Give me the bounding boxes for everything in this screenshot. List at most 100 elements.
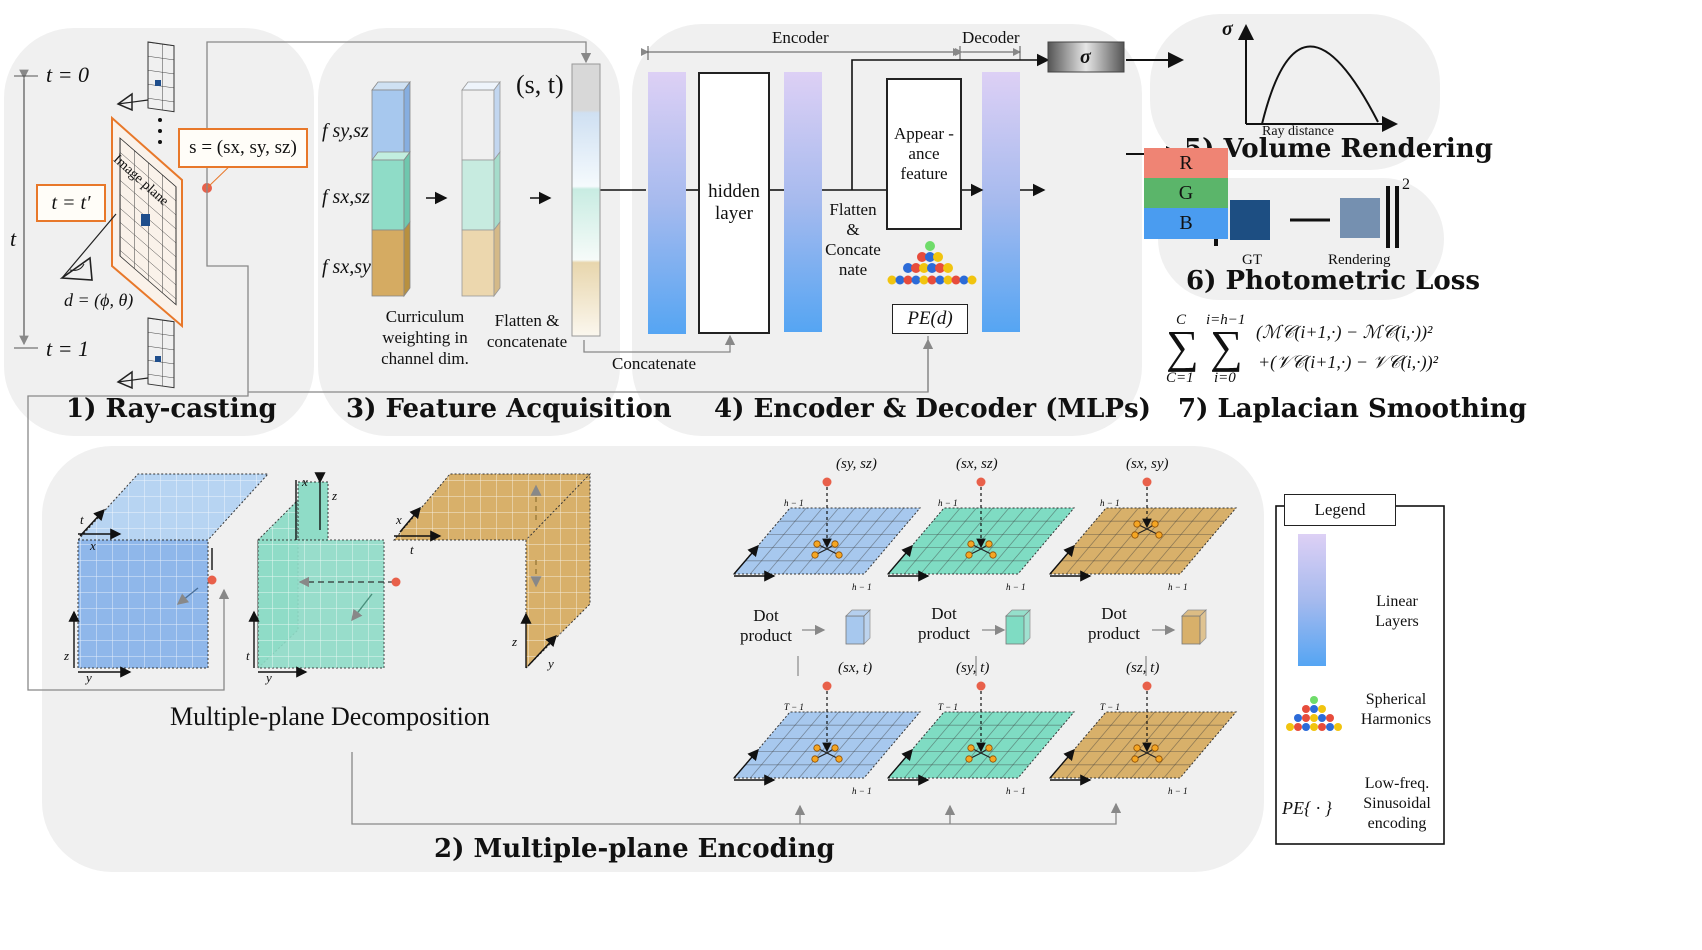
sum-i-top: i=h−1 xyxy=(1206,312,1246,328)
g-box: G xyxy=(1144,178,1228,209)
plane-gridline xyxy=(1001,507,1059,575)
plane-gridline xyxy=(847,507,905,575)
gt-label: GT xyxy=(1242,252,1262,268)
interp-corner xyxy=(811,755,819,763)
plane-gridline xyxy=(782,711,840,779)
plane-gridline xyxy=(903,711,961,779)
plane-gridline xyxy=(814,507,872,575)
f-yz-label: f sy,sz xyxy=(322,120,369,142)
sample-point xyxy=(1142,477,1152,487)
axis-label-z1: z xyxy=(64,648,70,663)
plane-gridline xyxy=(766,507,823,575)
st-label: (s, t) xyxy=(516,70,564,99)
interp-corner xyxy=(835,755,843,763)
feature-cube xyxy=(845,615,865,645)
interp-corner xyxy=(967,744,975,752)
plane-gridline xyxy=(766,711,823,779)
interp-corner xyxy=(831,744,839,752)
interp-corner xyxy=(965,551,973,559)
concatenate-label: Concatenate xyxy=(612,354,697,373)
axis-label-t1: t xyxy=(80,512,84,527)
interp-corner xyxy=(813,540,821,548)
sum-c-top: C xyxy=(1176,312,1187,328)
t0-label: t = 0 xyxy=(46,62,89,87)
section-title-encoder-decoder: 4) Encoder & Decoder (MLPs) xyxy=(714,394,1151,424)
plane-tick-label: T − 1 xyxy=(784,702,804,712)
pe-d-box: PE(d) xyxy=(892,304,968,334)
plane-gridline xyxy=(1147,507,1204,575)
plane-tick-label: T − 1 xyxy=(938,702,958,712)
sigma-label: σ xyxy=(1080,46,1091,68)
axis-label-t3: t xyxy=(410,542,414,557)
plane-gridline xyxy=(1065,507,1123,575)
sample-point xyxy=(1142,681,1152,691)
plane-gridline xyxy=(1082,507,1139,575)
plane-gridline xyxy=(920,507,977,575)
enc-bot-label-2: (sy, t) xyxy=(956,660,990,676)
plane-tick-label: h − 1 xyxy=(852,582,872,592)
interp-corner xyxy=(1155,531,1163,539)
flatten-concat-label: Flatten & Concate nate xyxy=(825,200,881,279)
plane-gridline xyxy=(968,507,1026,575)
encoding-planes: h − 1h − 1h − 1h − 1h − 1h − 1T − 1h − 1… xyxy=(732,477,1238,796)
dot-product-label-1: Dot product xyxy=(740,606,792,645)
b-box: B xyxy=(1144,208,1228,239)
power-label: 2 xyxy=(1402,176,1410,193)
dot-product-label-3: Dot product xyxy=(1088,604,1140,643)
sample-point xyxy=(976,477,986,487)
legend-lowfreq-label: Low-freq. Sinusoidal encoding xyxy=(1363,775,1431,832)
sum-c-bottom: C=1 xyxy=(1166,370,1194,386)
plane-axis xyxy=(887,544,913,575)
plane-gridline xyxy=(782,507,840,575)
feature-cube xyxy=(1181,615,1201,645)
feature-cube-side xyxy=(863,609,871,645)
plane-tick-label: h − 1 xyxy=(938,498,958,508)
legend-sh-icon xyxy=(1286,696,1342,731)
plane-gridline xyxy=(1065,711,1123,779)
section-title-laplacian: 7) Laplacian Smoothing xyxy=(1178,394,1527,424)
section-title-multiplane-encoding: 2) Multiple-plane Encoding xyxy=(434,834,835,864)
vr-x-axis-label: Ray distance xyxy=(1262,124,1334,139)
interp-corner xyxy=(1131,531,1139,539)
interp-corner xyxy=(1131,755,1139,763)
encoder-label: Encoder xyxy=(772,28,829,47)
spherical-harmonics-icon xyxy=(887,241,977,285)
interp-corner xyxy=(985,744,993,752)
d-label: d = (ϕ, θ) xyxy=(64,290,134,310)
feature-cube-side xyxy=(1023,609,1031,645)
t-axis-label: t xyxy=(10,226,17,251)
interp-corner xyxy=(813,744,821,752)
hidden-layer-box: hidden layer xyxy=(698,72,770,334)
sum-i-sign: ∑ xyxy=(1210,321,1243,372)
legend-linear-label: Linear Layers xyxy=(1375,593,1419,630)
plane-gridline xyxy=(1130,507,1188,575)
axis-label-y2: y xyxy=(266,670,272,685)
enc-top-label-1: (sy, sz) xyxy=(836,456,877,472)
feature-cubes xyxy=(371,63,601,337)
interp-corner xyxy=(835,551,843,559)
f-xz-label: f sx,sz xyxy=(322,186,370,208)
mlp-diagram xyxy=(641,41,1184,334)
photometric-loss-diagram xyxy=(1214,186,1399,248)
legend-sh-label: Spherical Harmonics xyxy=(1360,691,1432,728)
t-prime-box: t = t′ xyxy=(36,184,106,222)
plane-gridline xyxy=(1163,507,1221,575)
legend-linear-swatch xyxy=(1298,534,1326,666)
plane-gridline xyxy=(1130,711,1188,779)
interp-corner xyxy=(1151,744,1159,752)
axis-label-t2: t xyxy=(246,648,250,663)
plane-gridline xyxy=(1001,711,1059,779)
axis-label-y1: y xyxy=(86,670,92,685)
plane-tick-label: h − 1 xyxy=(1006,786,1026,796)
plane-tick-label: h − 1 xyxy=(1168,786,1188,796)
enc-top-label-2: (sx, sz) xyxy=(956,456,998,472)
plane-gridline xyxy=(831,507,888,575)
interp-corner xyxy=(989,551,997,559)
f-xy-label: f sx,sy xyxy=(322,256,371,278)
interp-corner xyxy=(1133,744,1141,752)
plane-tick-label: h − 1 xyxy=(1006,582,1026,592)
s-box: s = (sx, sy, sz) xyxy=(178,128,308,168)
plane-gridline xyxy=(749,711,807,779)
sample-point xyxy=(822,681,832,691)
